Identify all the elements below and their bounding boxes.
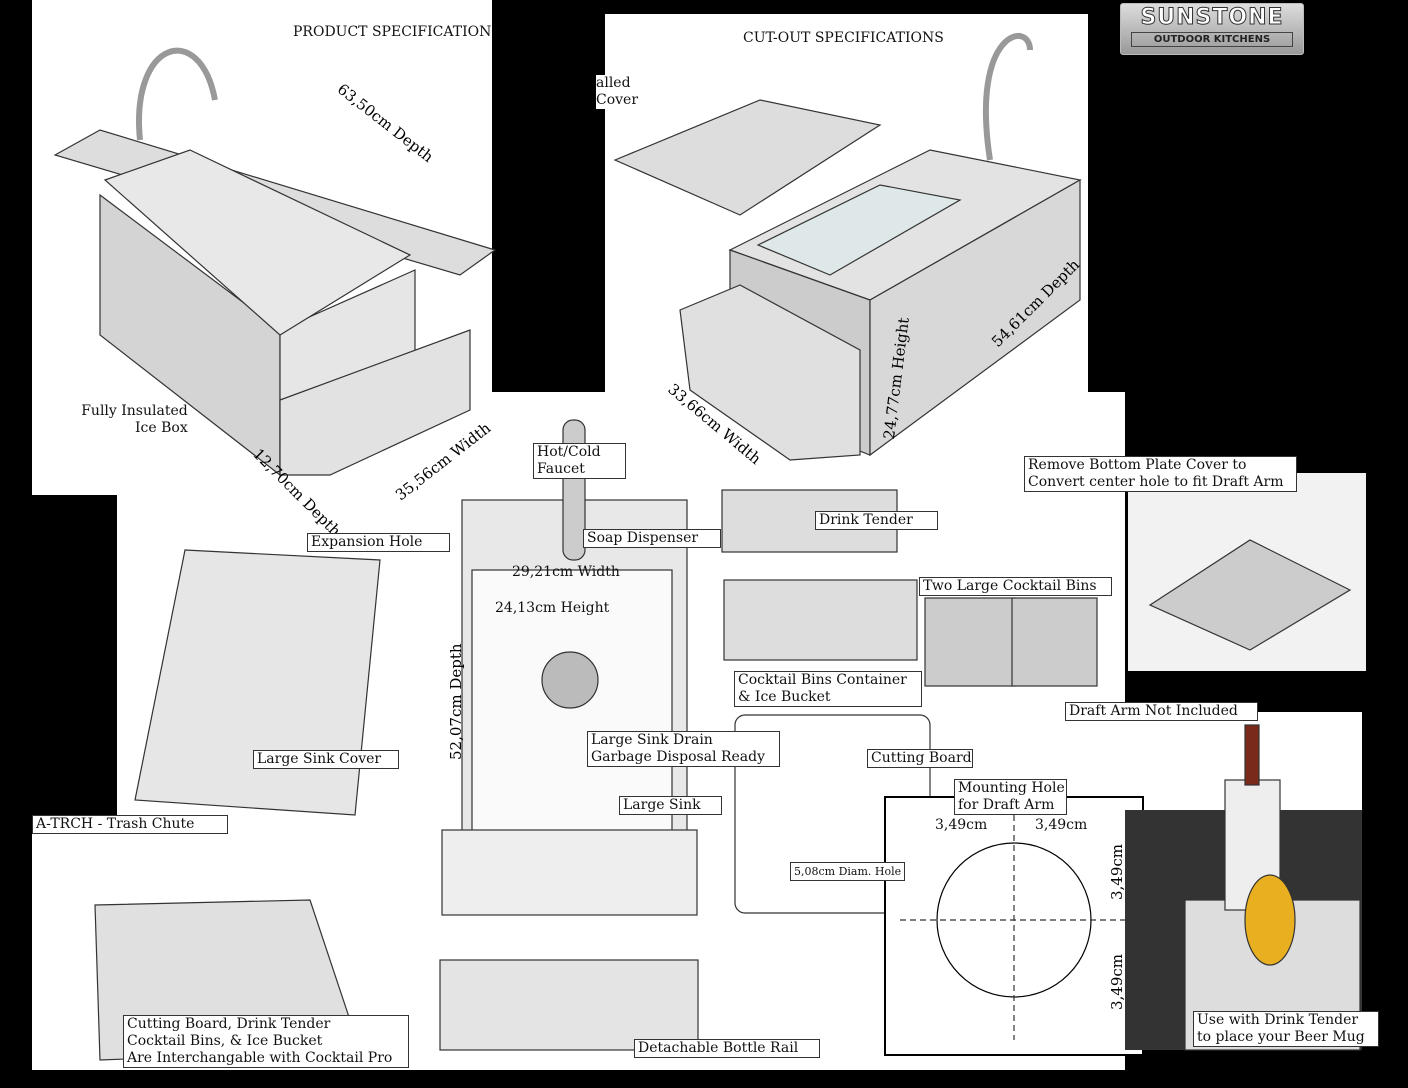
expansion-hole-label: Expansion Hole: [307, 533, 450, 552]
plate-dim-right: 3,49cm: [1035, 817, 1088, 833]
sink-width-label: 29,21cm Width: [512, 564, 620, 580]
sink-height-label: 24,13cm Height: [495, 600, 610, 616]
drink-tender-label: Drink Tender: [815, 511, 938, 530]
large-sink-label: Large Sink: [619, 796, 722, 815]
bins-container-label: Cocktail Bins Container& Ice Bucket: [734, 671, 922, 707]
two-bins-label: Two Large Cocktail Bins: [919, 577, 1112, 596]
cutout-spec-heading: CUT-OUT SPECIFICATIONS: [743, 30, 944, 46]
plate-dim-upper: 3,49cm: [1108, 843, 1126, 900]
plate-dim-left: 3,49cm: [935, 817, 988, 833]
trash-chute-label: A-TRCH - Trash Chute: [32, 815, 228, 834]
sink-cover-label: Large Sink Cover: [253, 750, 399, 769]
bottle-rail-label: Detachable Bottle Rail: [634, 1039, 820, 1058]
plate-dim-lower: 3,49cm: [1108, 953, 1126, 1010]
soap-dispenser-label: Soap Dispenser: [583, 529, 721, 548]
cutting-board-label: Cutting Board: [867, 749, 973, 768]
draft-arm-label: Draft Arm Not Included: [1065, 702, 1258, 721]
product-spec-heading: PRODUCT SPECIFICATION: [293, 24, 492, 40]
dim-52-depth: 52,07cm Depth: [447, 643, 465, 760]
hole-diameter-label: 5,08cm Diam. Hole: [790, 862, 906, 881]
